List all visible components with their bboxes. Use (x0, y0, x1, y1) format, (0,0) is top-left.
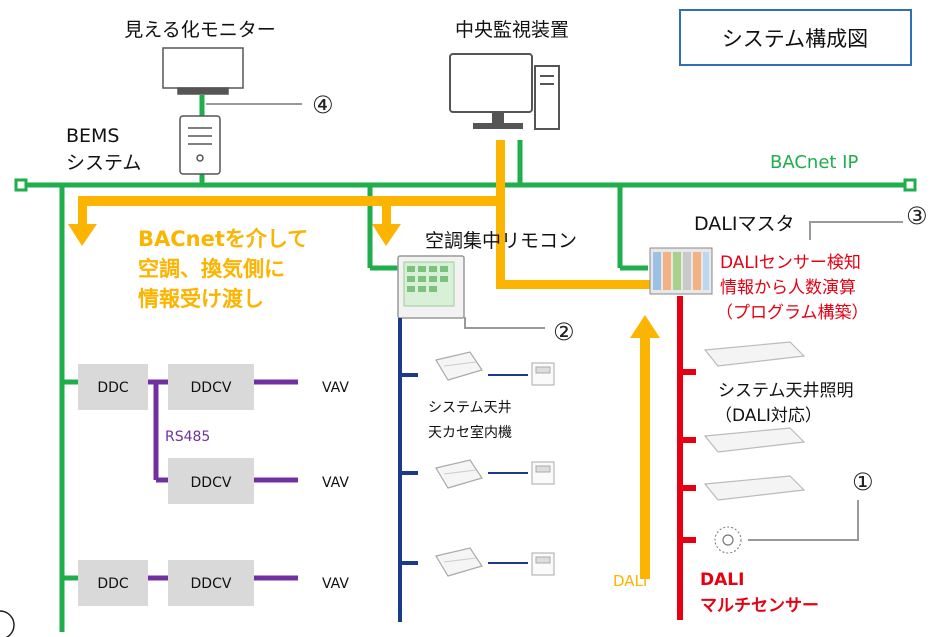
vav-label: VAV (322, 475, 349, 491)
bacnet-note-line2: 空調、換気側に (138, 257, 285, 281)
marker-4: ④ (312, 91, 334, 119)
clipped-marker-circle (0, 610, 15, 637)
bacnet-note-line3: 情報受け渡し (138, 287, 264, 311)
ddcv-label: DDCV (191, 475, 232, 491)
ddcv-box (168, 560, 254, 606)
ceiling-light-icon (703, 341, 806, 501)
vav-label: VAV (322, 576, 349, 592)
title-box (679, 9, 912, 66)
ddcv-label: DDCV (191, 380, 232, 396)
bacnet-network (22, 95, 910, 632)
marker-3: ③ (906, 202, 928, 230)
leader-2 (464, 317, 545, 329)
ddc-label: DDC (97, 576, 129, 592)
thermostat-icon (531, 362, 555, 576)
dali-note-line1: DALIセンサー検知 (720, 253, 861, 273)
vav-label: VAV (322, 380, 349, 396)
monitor-label: 見える化モニター (124, 19, 275, 41)
bacnet-note-line1: BACnetを介して (138, 227, 308, 251)
central-monitor-label: 中央監視装置 (455, 19, 569, 41)
ac-remote-label: 空調集中リモコン (425, 230, 577, 252)
ddcv-box (168, 364, 254, 410)
marker-1: ① (852, 468, 874, 496)
bems-label-line2: システム (66, 152, 141, 174)
sensor-label-line2: マルチセンサー (700, 596, 819, 616)
diagram-title: システム構成図 (722, 27, 868, 51)
ddcv-label: DDCV (191, 576, 232, 592)
rs485-label: RS485 (165, 429, 210, 445)
ddcv-box (168, 458, 254, 504)
lighting-label-line2: （DALI対応） (715, 406, 822, 426)
marker-2: ② (553, 318, 575, 346)
indoor-unit-icon (435, 351, 483, 577)
rs485-bus (148, 379, 298, 581)
data-flow-arrows (68, 140, 666, 579)
indoor-link-lines (488, 374, 528, 564)
server-icon (179, 115, 221, 175)
dali-note-line2: 情報から人数演算 (720, 278, 856, 298)
sensor-label-line1: DALI (700, 570, 744, 590)
leader-1 (748, 500, 859, 541)
network-endpoint-left (14, 178, 28, 192)
dali-note-line3: （プログラム構築） (716, 303, 869, 323)
ddc-label: DDC (97, 380, 129, 396)
ddc-box (78, 364, 148, 410)
ac-remote-icon (397, 255, 465, 319)
dali-master-label: DALIマスタ (694, 213, 794, 235)
network-endpoint-right (903, 178, 917, 192)
indoor-unit-label-line2: 天カセ室内機 (428, 424, 512, 441)
computer-icon (449, 53, 560, 130)
ddc-box (78, 560, 148, 606)
multi-sensor-icon (714, 526, 742, 554)
dali-bus-label: DALI (613, 572, 647, 590)
dali-bus (677, 296, 696, 620)
ac-bus (398, 318, 418, 622)
monitor-icon (162, 47, 244, 95)
indoor-unit-label-line1: システム天井 (428, 400, 512, 416)
leader-3 (809, 221, 903, 240)
bems-label-line1: BEMS (66, 125, 120, 147)
lighting-label-line1: システム天井照明 (718, 381, 854, 401)
bacnet-ip-label: BACnet IP (770, 152, 858, 173)
dali-master-icon (649, 247, 713, 295)
